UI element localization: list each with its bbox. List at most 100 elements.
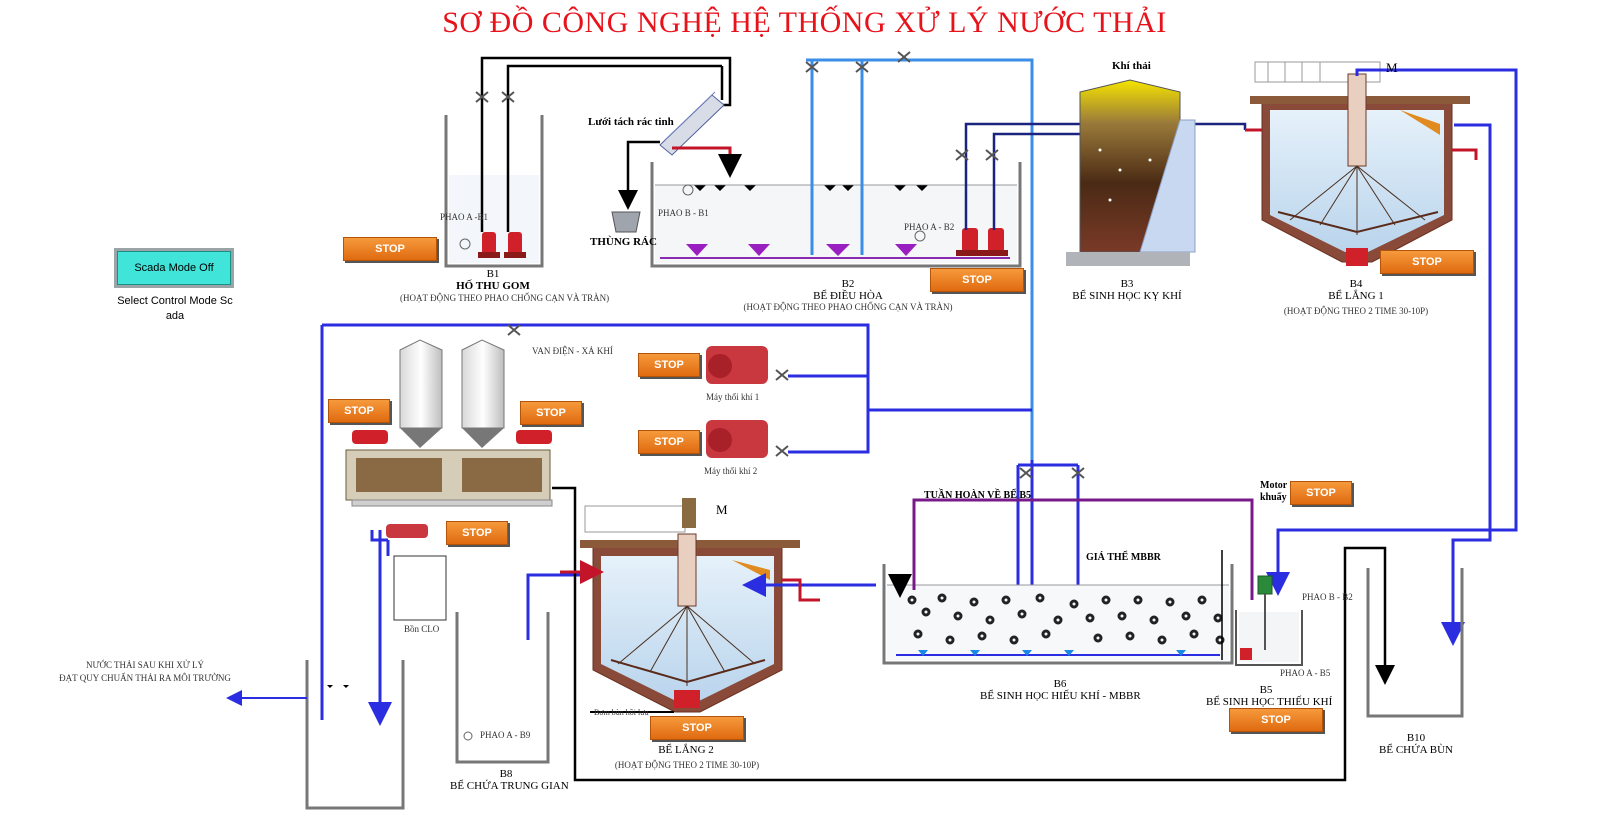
fine-screen	[659, 91, 725, 156]
label-b1-name: HỐ THU GOM	[456, 280, 530, 292]
air-lines-b2	[806, 58, 1034, 460]
pump-b1-b[interactable]	[504, 232, 526, 258]
valve-b6-2[interactable]	[1071, 467, 1085, 479]
label-gas: Khí thải	[1112, 60, 1151, 72]
label-mbbr-media: GIÁ THỂ MBBR	[1086, 552, 1161, 563]
label-b5-code: B5	[1259, 684, 1273, 696]
pipe-sludge-b10	[552, 486, 1395, 782]
tank-b7	[580, 498, 800, 713]
label-b7-name: BỂ LẮNG 2	[658, 744, 714, 756]
pump-filter-right[interactable]	[516, 430, 552, 444]
stop-button-b5[interactable]: STOP	[1229, 708, 1323, 732]
page-title: SƠ ĐỒ CÔNG NGHỆ HỆ THỐNG XỬ LÝ NƯỚC THẢI	[442, 6, 1167, 39]
label-b3-code: B3	[1120, 278, 1134, 290]
tank-b5	[1235, 575, 1303, 666]
valve-blower-1[interactable]	[775, 369, 789, 381]
pipe-b8-b7	[526, 573, 598, 640]
tank-outlet	[226, 660, 405, 810]
label-b10-name: BỂ CHỨA BÙN	[1379, 744, 1453, 756]
label-outlet-1: NƯỚC THẢI SAU KHI XỬ LÝ	[85, 660, 205, 670]
label-b3-name: BỂ SINH HỌC KỴ KHÍ	[1072, 290, 1182, 302]
label-blower-2: Máy thổi khí 2	[704, 466, 758, 476]
pipe-recirc-b5	[912, 498, 1254, 600]
stop-button-b4[interactable]: STOP	[1380, 250, 1474, 274]
label-b8-code: B8	[499, 768, 513, 780]
pump-b2-b[interactable]	[982, 228, 1008, 256]
pipe-screen-b2	[672, 146, 742, 178]
label-phao-b-b2: PHAO B - B2	[1302, 592, 1353, 602]
label-phao-b-b1: PHAO B - B1	[658, 208, 709, 218]
mixer-motor[interactable]	[1257, 575, 1273, 595]
pipes-air-main	[320, 323, 1080, 720]
label-b1-code: B1	[486, 268, 500, 280]
label-b4-code: B4	[1349, 278, 1363, 290]
tank-b1	[444, 115, 544, 268]
tank-b2	[650, 162, 1022, 268]
silo-tanks	[345, 339, 553, 507]
label-b2-code: B2	[841, 278, 855, 290]
label-b2-name: BỂ ĐIỀU HÒA	[813, 290, 883, 302]
tank-b10	[1366, 568, 1464, 718]
scada-caption-line1: Select Control Mode Sc	[117, 295, 233, 307]
label-phao-a-b9: PHAO A - B9	[480, 730, 531, 740]
blower-2[interactable]	[706, 420, 768, 458]
pump-clo[interactable]	[386, 524, 428, 538]
stop-button-mixer[interactable]: STOP	[1290, 481, 1352, 505]
label-b4-note: (HOẠT ĐỘNG THEO 2 TIME 30-10P)	[1283, 306, 1429, 316]
scada-mode-caption: Select Control Mode Sc ada	[110, 294, 240, 324]
blower-1[interactable]	[706, 346, 768, 384]
stop-button-b2[interactable]: STOP	[930, 268, 1024, 292]
valve-vent[interactable]	[507, 324, 521, 336]
mbbr-media	[907, 593, 1225, 645]
valve-air-2[interactable]	[855, 61, 869, 73]
label-b7-note: (HOẠT ĐỘNG THEO 2 TIME 30-10P)	[614, 760, 760, 770]
tank-b4	[1250, 61, 1470, 266]
valve-blower-2[interactable]	[775, 445, 789, 457]
valve-air-1[interactable]	[805, 61, 819, 73]
scada-mode-button[interactable]: Scada Mode Off	[117, 251, 231, 285]
pump-b4[interactable]	[1346, 248, 1368, 266]
label-trash: THÙNG RÁC	[590, 236, 657, 248]
label-screen: Lưới tách rác tinh	[588, 116, 674, 128]
trash-bin-icon	[611, 211, 641, 233]
valve-b2-a[interactable]	[955, 149, 969, 161]
stop-button-filter-left[interactable]: STOP	[328, 399, 390, 423]
label-b2-note: (HOẠT ĐỘNG THEO PHAO CHỐNG CẠN VÀ TRÀN)	[743, 302, 953, 312]
stop-button-blower-1[interactable]: STOP	[638, 353, 700, 377]
tank-b6	[882, 564, 1234, 665]
label-b6-name: BỂ SINH HỌC HIẾU KHÍ - MBBR	[980, 690, 1141, 702]
pump-b5[interactable]	[1240, 648, 1252, 660]
label-clo: Bồn CLO	[404, 624, 440, 634]
valve-b1-a[interactable]	[475, 91, 489, 103]
label-recirc: TUẦN HOÀN VỀ BỂ B5	[924, 490, 1032, 501]
label-blower-1: Máy thổi khí 1	[706, 392, 760, 402]
pipes-b4-sludge	[1266, 68, 1518, 646]
label-b1-note: (HOẠT ĐỘNG THEO PHAO CHỐNG CẠN VÀ TRÀN)	[400, 293, 610, 303]
stop-button-clo[interactable]: STOP	[446, 521, 508, 545]
pipe-screen-trash	[618, 140, 660, 210]
scada-caption-line2: ada	[165, 310, 185, 322]
pump-b1-a[interactable]	[478, 232, 500, 258]
tank-b3	[1066, 79, 1196, 266]
label-sludge-pump: Bơm bùn hồi lưu	[594, 708, 649, 717]
valve-b2-b[interactable]	[985, 149, 999, 161]
valve-air-3[interactable]	[897, 51, 911, 63]
pump-b2-a[interactable]	[956, 228, 982, 256]
b2-diffusers	[694, 185, 928, 192]
pump-b7[interactable]	[674, 690, 700, 708]
clo-tank	[368, 530, 447, 726]
pipe-b4-out	[1452, 148, 1478, 160]
label-b4-name: BỂ LẮNG 1	[1328, 290, 1384, 302]
pump-filter-left[interactable]	[352, 430, 388, 444]
label-phao-a-b1: PHAO A -B1	[440, 212, 489, 222]
label-phao-a-b5: PHAO A - B5	[1280, 668, 1331, 678]
stop-button-b1[interactable]: STOP	[343, 237, 437, 261]
valve-b6-1[interactable]	[1019, 467, 1033, 479]
label-motor-1: Motor	[1260, 480, 1288, 491]
stop-button-blower-2[interactable]: STOP	[638, 430, 700, 454]
stop-button-b7[interactable]: STOP	[650, 716, 744, 740]
valve-b1-b[interactable]	[501, 91, 515, 103]
stop-button-filter-right[interactable]: STOP	[520, 401, 582, 425]
